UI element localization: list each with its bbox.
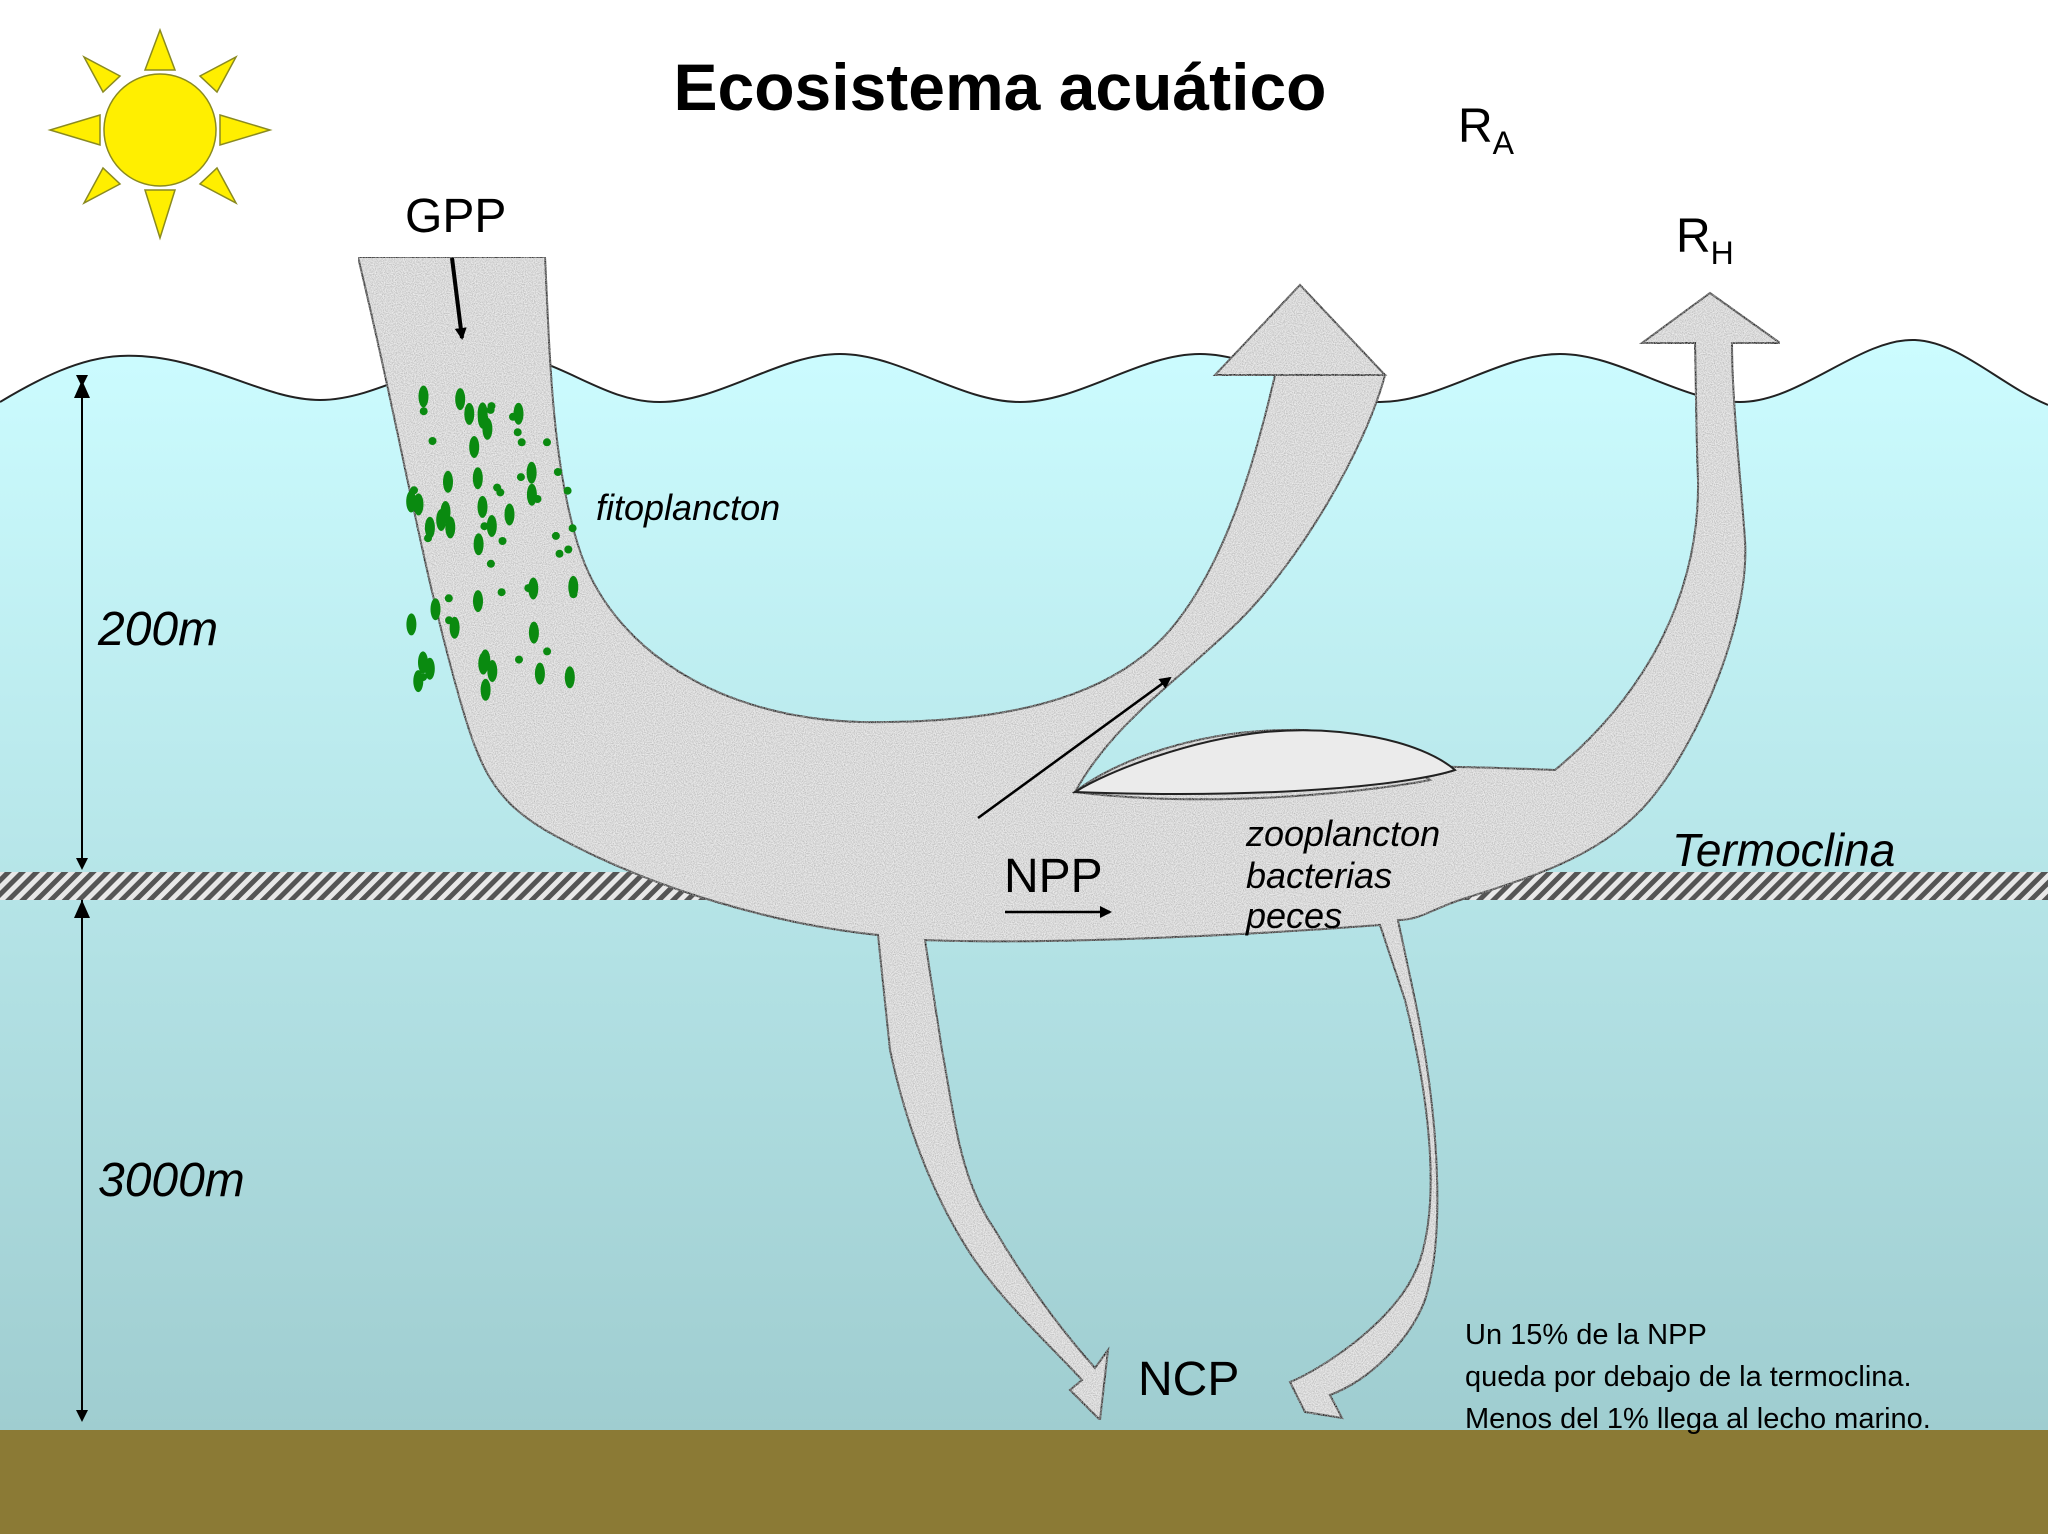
phytoplankton-cell (534, 662, 545, 685)
phytoplankton-cell (482, 417, 493, 440)
phytoplankton-cell (443, 470, 453, 493)
phytoplankton-cell (477, 402, 488, 425)
phytoplankton-cell (553, 468, 562, 476)
phytoplankton-cell (480, 522, 489, 531)
rh-label: RH (1676, 210, 1734, 271)
phytoplankton-cell (509, 412, 517, 421)
note-line-3: Menos del 1% llega al lecho marino. (1465, 1403, 1931, 1435)
depth-arrow-top-icon (74, 380, 90, 398)
gpp-label: GPP (405, 190, 506, 243)
phytoplankton-cell (517, 438, 526, 447)
phytoplankton-cell (493, 483, 502, 492)
npp-loop-outline (1071, 729, 1457, 795)
npp-label: NPP (1004, 850, 1103, 903)
phytoplankton-cell (473, 533, 484, 556)
phytoplankton-cell (449, 616, 460, 639)
phytoplankton-cell (440, 501, 451, 523)
phytoplankton-cell (406, 613, 417, 636)
depth-label-200m: 200m (97, 603, 218, 656)
phytoplankton-cell (515, 655, 523, 664)
ra-label: RA (1458, 100, 1515, 161)
phytoplankton-cell (513, 428, 522, 437)
phytoplankton-cluster (406, 385, 579, 701)
phytoplankton-cell (413, 493, 424, 516)
phytoplankton-cell (543, 647, 552, 656)
phytoplankton-cell (478, 652, 489, 675)
phytoplankton-cell (526, 483, 537, 506)
phytoplankton-cell (564, 666, 575, 689)
phytoplankton-cell (563, 486, 572, 495)
phytoplankton-cell (487, 660, 498, 682)
phytoplankton-cell (455, 388, 466, 411)
phytoplankton-cell (464, 402, 475, 425)
phytoplankton-cell (564, 545, 573, 554)
phytoplankton-cell (469, 436, 480, 458)
termoclina-label: Termoclina (1672, 824, 1895, 876)
phytoplankton-cell (551, 531, 560, 540)
phytoplankton-cell (445, 516, 456, 539)
phytoplankton-cell (555, 549, 564, 558)
phytoplankton-cell (472, 467, 483, 490)
ra-direction-arrow-icon (977, 676, 1172, 820)
phytoplankton-cell (428, 437, 437, 445)
phytoplankton-cell (486, 405, 495, 414)
gpp-arrow-icon (450, 257, 467, 340)
fitoplancton-label: fitoplancton (596, 487, 780, 528)
phytoplankton-cell (528, 577, 539, 600)
phytoplankton-cell (568, 524, 577, 533)
phytoplankton-cell (524, 584, 533, 593)
phytoplankton-cell (430, 598, 441, 621)
phytoplankton-cell (516, 473, 525, 482)
phytoplankton-cell (424, 657, 435, 680)
phytoplankton-cell (418, 385, 429, 408)
phytoplankton-cell (497, 588, 506, 597)
phytoplankton-cell (486, 559, 495, 568)
phytoplankton-cell (504, 503, 515, 526)
diagram-title: Ecosistema acuático (674, 50, 1327, 124)
phytoplankton-cell (543, 438, 551, 447)
phytoplankton-cell (473, 590, 483, 613)
depth-label-3000m: 3000m (98, 1154, 245, 1207)
phytoplankton-cell (424, 516, 435, 539)
depth-arrow-mid-icon (74, 900, 90, 918)
phytoplankton-cell (477, 495, 488, 518)
phytoplankton-cell (419, 673, 428, 682)
phytoplankton-cell (444, 594, 453, 603)
phytoplankton-cell (486, 515, 497, 537)
phytoplankton-cell (498, 537, 507, 545)
sun-icon (47, 27, 273, 241)
phytoplankton-cell (569, 590, 578, 599)
seabed (0, 1430, 2048, 1534)
note-line-2: queda por debajo de la termoclina. (1465, 1361, 1912, 1393)
water-surface-wave (0, 338, 2048, 406)
ncp-label: NCP (1138, 1353, 1239, 1406)
consumer-label-peces: peces (1245, 895, 1342, 936)
phytoplankton-cell (419, 407, 428, 416)
phytoplankton-cell (526, 461, 537, 484)
phytoplankton-cell (528, 621, 539, 644)
phytoplankton-cell (480, 678, 491, 701)
consumer-label-zooplancton: zooplancton (1245, 813, 1440, 854)
phytoplankton-cell (424, 534, 432, 543)
consumer-label-bacterias: bacterias (1246, 855, 1392, 896)
note-line-1: Un 15% de la NPP (1465, 1319, 1707, 1351)
